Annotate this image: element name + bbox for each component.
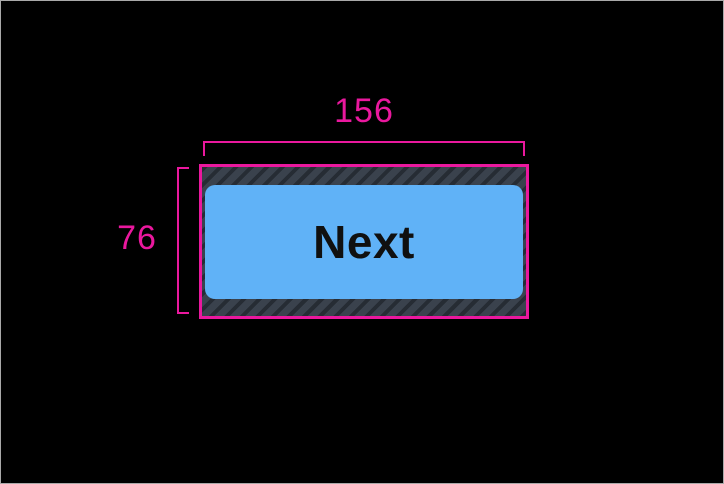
touch-target-bounds: Next [199, 164, 529, 319]
height-dimension-label: 76 [117, 219, 157, 257]
next-button[interactable]: Next [205, 185, 523, 299]
width-dimension-label: 156 [334, 92, 394, 130]
width-measurement-bracket [203, 141, 525, 156]
height-measurement-bracket [177, 167, 189, 314]
next-button-label: Next [313, 216, 415, 268]
